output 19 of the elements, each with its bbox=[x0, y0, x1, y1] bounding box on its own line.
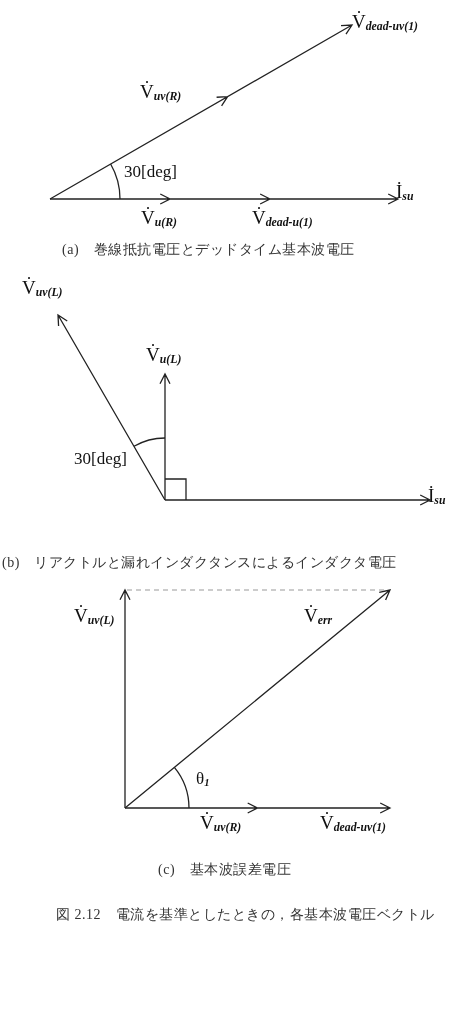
vector-label: V̇$_{dead-uv(1)}$ bbox=[352, 12, 418, 34]
vector-label: V̇$_{dead-u(1)}$ bbox=[252, 208, 313, 230]
vector-label: V̇$_{u(L)}$ bbox=[146, 345, 182, 367]
vector-label: V̇$_{u(R)}$ bbox=[141, 208, 177, 230]
subfigure-caption: (c) 基本波誤差電圧 bbox=[158, 862, 292, 878]
figure-caption: 図 2.12 電流を基準としたときの，各基本波電圧ベクトル bbox=[56, 906, 435, 924]
vector-label: İ$_{su}$ bbox=[428, 486, 446, 508]
vector-label: V̇$_{uv(R)}$ bbox=[140, 82, 182, 104]
vector-label: V̇$_{dead-uv(1)}$ bbox=[320, 813, 386, 835]
vector-label: V̇$_{err}$ bbox=[304, 606, 333, 628]
vector-label: V̇$_{uv(R)}$ bbox=[200, 813, 242, 835]
vector-label: İ$_{su}$ bbox=[396, 182, 414, 204]
angle-label: 30[deg] bbox=[74, 450, 127, 469]
vector-label: V̇$_{uv(L)}$ bbox=[22, 278, 63, 300]
angle-label: θ$_{1}$ bbox=[196, 770, 210, 789]
vector-label: V̇$_{uv(L)}$ bbox=[74, 606, 115, 628]
subfigure-caption: (a) 巻線抵抗電圧とデッドタイム基本波電圧 bbox=[62, 242, 355, 258]
subfigure-caption: (b) リアクトルと漏れインダクタンスによるインダクタ電圧 bbox=[2, 555, 397, 571]
angle-label: 30[deg] bbox=[124, 163, 177, 182]
